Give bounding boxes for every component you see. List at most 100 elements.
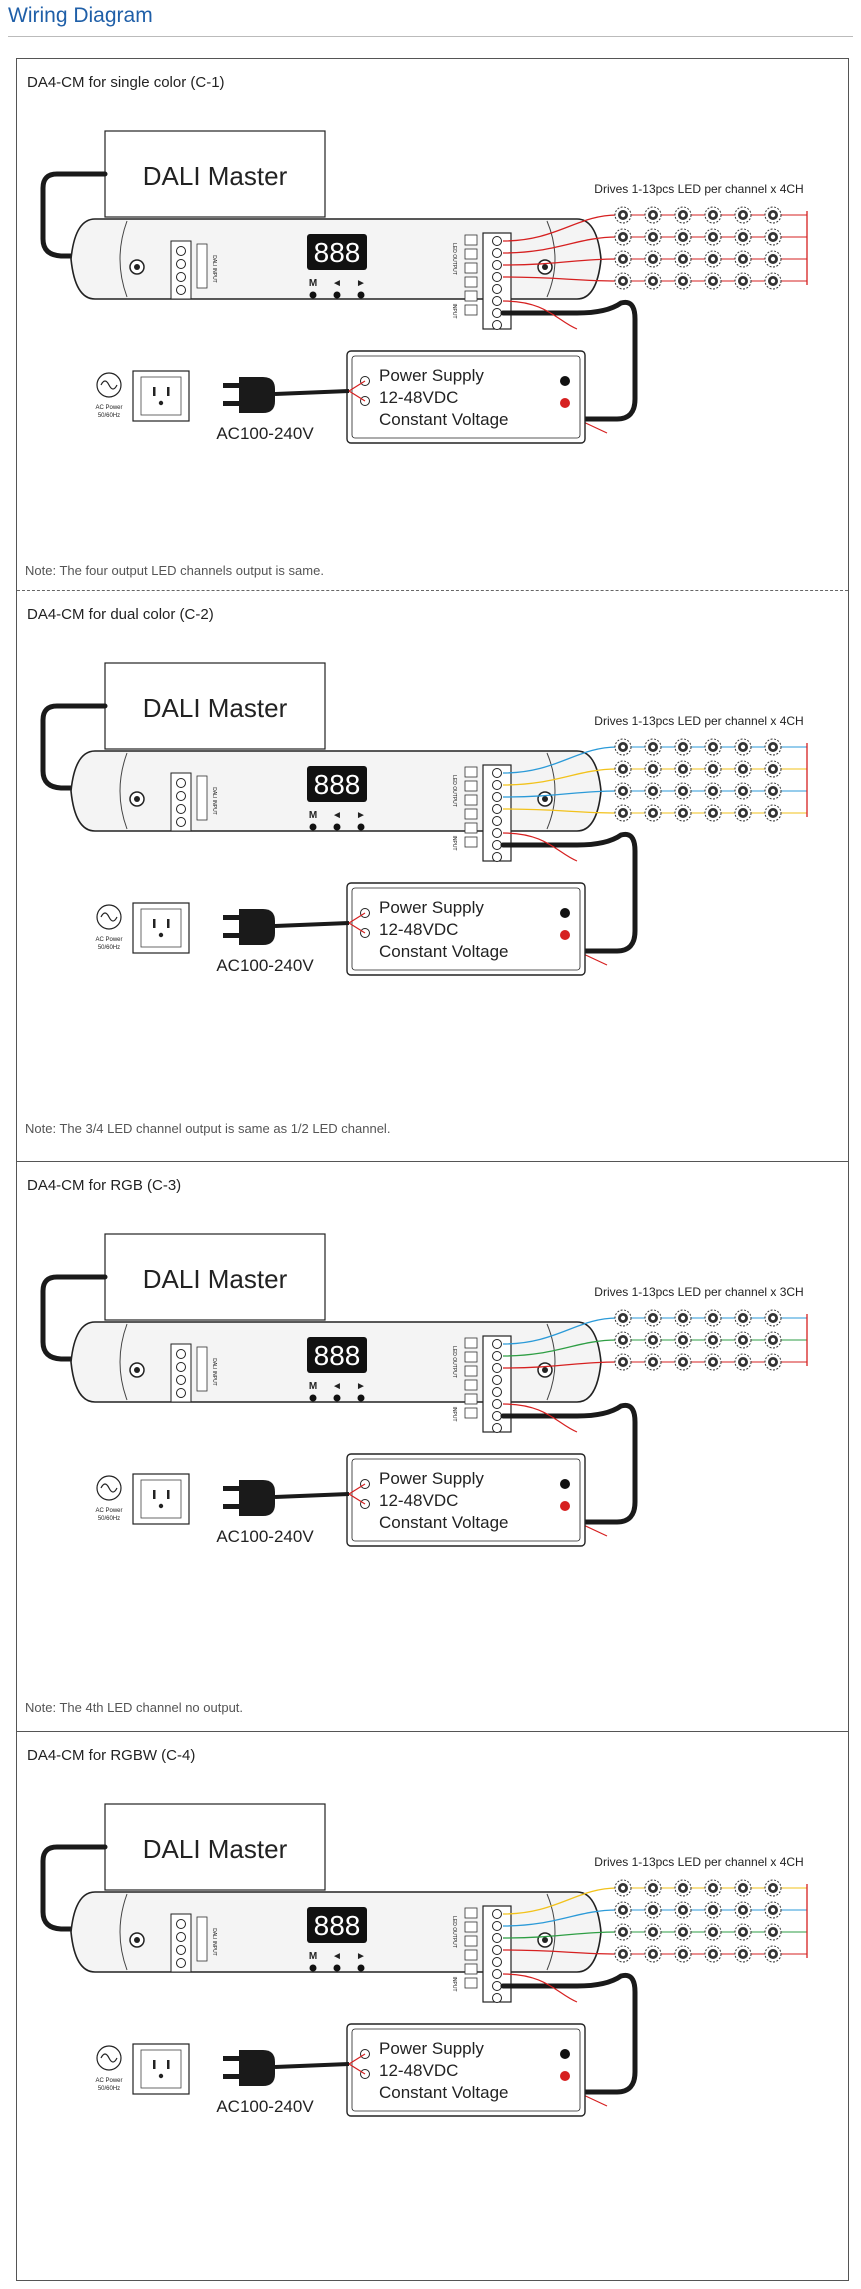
panel-note: Note: The four output LED channels outpu… <box>25 563 324 578</box>
power-input-label: INPUT <box>451 1977 457 1992</box>
power-supply-label-1: Power Supply <box>379 1469 484 1488</box>
panel-dashed-divider <box>17 590 848 591</box>
power-supply-label-1: Power Supply <box>379 2039 484 2058</box>
display-digits: 888 <box>314 1340 361 1371</box>
led-chip-icon <box>704 1331 722 1349</box>
led-chip-icon <box>704 804 722 822</box>
dali-bus-wire <box>40 171 110 259</box>
led-chip-icon <box>614 804 632 822</box>
led-chip-icon <box>614 228 632 246</box>
increase-button[interactable]: ► <box>356 1951 366 1972</box>
led-array: Drives 1-13pcs LED per channel x 4CH <box>502 182 808 290</box>
led-chip-icon <box>644 1901 662 1919</box>
led-chip-icon <box>614 1945 632 1963</box>
led-chip-icon <box>614 1353 632 1371</box>
led-chip-icon <box>734 1945 752 1963</box>
decrease-button[interactable]: ◄ <box>332 810 342 831</box>
led-chip-icon <box>674 1331 692 1349</box>
mode-button-label: M <box>309 1951 317 1962</box>
title-divider <box>8 36 853 37</box>
channel-wire <box>502 276 618 282</box>
dali-input-label: DALI INPUT <box>211 1358 217 1386</box>
ac-voltage-label: AC100-240V <box>216 1527 314 1546</box>
panel-title: DA4-CM for single color (C-1) <box>27 74 225 91</box>
led-chip-icon <box>764 272 782 290</box>
led-display: 888 <box>307 766 367 802</box>
dali-input-terminal: DALI INPUT <box>170 1343 217 1403</box>
decrease-button[interactable]: ◄ <box>332 1951 342 1972</box>
dc-power-cable <box>500 1972 638 2095</box>
decrease-button[interactable]: ◄ <box>332 1381 342 1402</box>
dali-master-label: DALI Master <box>143 1834 288 1864</box>
ac-plug-icon <box>223 1480 366 1516</box>
increase-button-label: ► <box>356 278 366 289</box>
led-chip-icon <box>674 206 692 224</box>
led-chip-icon <box>644 250 662 268</box>
led-chip-icon <box>704 1901 722 1919</box>
dali-input-label: DALI INPUT <box>211 787 217 815</box>
channel-wire <box>502 1339 618 1357</box>
led-output-label: LED OUTPUT <box>451 1916 457 1948</box>
led-chip-icon <box>764 804 782 822</box>
channel-wire <box>502 1361 618 1369</box>
power-input-label: INPUT <box>451 836 457 851</box>
dali-bus-wire <box>40 1844 110 1932</box>
led-chip-icon <box>764 1945 782 1963</box>
ac-power-label: AC Power <box>95 405 122 411</box>
channel-wire <box>502 214 618 242</box>
dc-positive-terminal-icon <box>560 1501 570 1511</box>
power-supply-label-2: 12-48VDC <box>379 2061 458 2080</box>
led-chip-icon <box>644 206 662 224</box>
led-chip-icon <box>674 272 692 290</box>
channel-wire <box>502 768 618 786</box>
ac-frequency-label: 50/60Hz <box>98 945 120 951</box>
mode-button[interactable]: M <box>309 1381 317 1402</box>
led-chip-icon <box>764 206 782 224</box>
led-chip-icon <box>704 1879 722 1897</box>
decrease-button-label: ◄ <box>332 278 342 289</box>
increase-button[interactable]: ► <box>356 278 366 299</box>
led-chip-icon <box>614 250 632 268</box>
led-chip-icon <box>704 1353 722 1371</box>
dali-input-label: DALI INPUT <box>211 1928 217 1956</box>
led-chip-icon <box>674 738 692 756</box>
dc-power-cable <box>500 1402 638 1525</box>
power-supply-label-1: Power Supply <box>379 366 484 385</box>
ac-plug-icon <box>223 909 366 945</box>
mode-button[interactable]: M <box>309 810 317 831</box>
led-chip-icon <box>674 1945 692 1963</box>
led-chip-icon <box>674 1353 692 1371</box>
mode-button[interactable]: M <box>309 278 317 299</box>
led-chip-icon <box>734 1879 752 1897</box>
decrease-button[interactable]: ◄ <box>332 278 342 299</box>
increase-button[interactable]: ► <box>356 810 366 831</box>
wall-outlet-icon <box>132 1473 190 1525</box>
led-chip-icon <box>764 250 782 268</box>
channel-wire <box>502 236 618 254</box>
channel-wire <box>502 746 618 774</box>
dali-bus-wire <box>40 1274 110 1362</box>
led-chip-icon <box>644 272 662 290</box>
led-chip-icon <box>674 760 692 778</box>
mode-button[interactable]: M <box>309 1951 317 1972</box>
dali-input-terminal: DALI INPUT <box>170 1913 217 1973</box>
led-array: Drives 1-13pcs LED per channel x 3CH <box>502 1285 808 1371</box>
led-array-label: Drives 1-13pcs LED per channel x 4CH <box>594 182 803 196</box>
dali-input-terminal: DALI INPUT <box>170 772 217 832</box>
display-digits: 888 <box>314 237 361 268</box>
led-chip-icon <box>734 1331 752 1349</box>
power-supply-label-2: 12-48VDC <box>379 920 458 939</box>
led-chip-icon <box>674 1901 692 1919</box>
led-chip-icon <box>614 1309 632 1327</box>
dali-master-label: DALI Master <box>143 693 288 723</box>
increase-button[interactable]: ► <box>356 1381 366 1402</box>
page-title: Wiring Diagram <box>8 4 153 27</box>
led-chip-icon <box>764 760 782 778</box>
led-chip-icon <box>644 782 662 800</box>
